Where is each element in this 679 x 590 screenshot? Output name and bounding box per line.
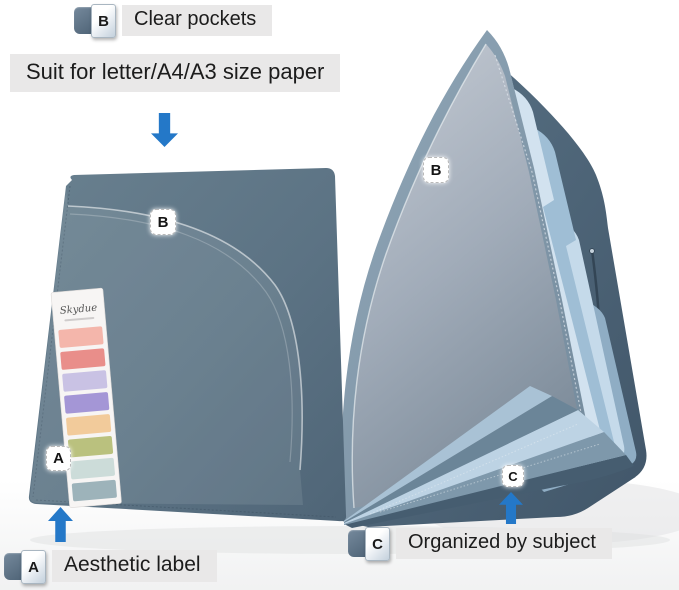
book-page-shape: B [91, 4, 116, 38]
book-cover-shape [348, 530, 370, 557]
label-strip-5 [66, 414, 112, 436]
size-note: Suit for letter/A4/A3 size paper [10, 54, 341, 92]
label-strip-8 [71, 479, 117, 502]
label-strip-7 [69, 457, 115, 480]
callout-clear-pockets-text: Clear pockets [122, 4, 273, 36]
badge-b-left-pocket: B [150, 209, 176, 235]
pocket-left-seam [67, 205, 303, 471]
bottom-fan-3 [344, 396, 578, 523]
book-b-icon: B [74, 2, 116, 38]
badge-c-subject: C [502, 465, 524, 487]
label-strip-2 [60, 348, 106, 370]
pocket-left-seam-inner [69, 213, 293, 463]
brand-tagline-line [64, 316, 95, 322]
callout-organized-by-subject: C Organized by subject [348, 525, 612, 561]
bottom-edge-dark [344, 455, 634, 528]
cover-stitched-edges [32, 185, 337, 518]
pocket-stitched-edge [494, 54, 589, 451]
bottom-fan-4 [344, 386, 552, 522]
label-strip-6 [67, 435, 114, 458]
pen-clip-head [589, 248, 595, 254]
callout-clear-pockets: B Clear pockets [74, 2, 273, 38]
book-cover-shape [74, 7, 96, 34]
book-a-icon: A [4, 548, 46, 584]
badge-b-right-pocket: B [423, 157, 449, 183]
callout-aesthetic-label: A Aesthetic label [4, 548, 217, 584]
badge-a-label: A [46, 446, 71, 471]
book-c-icon: C [348, 525, 390, 561]
callout-organized-by-subject-text: Organized by subject [396, 527, 612, 559]
label-strip-1 [58, 326, 104, 348]
brand-script: Skydue [59, 303, 97, 317]
label-strip-3 [62, 370, 108, 392]
bottom-fan-texture [369, 423, 601, 515]
book-page-shape: A [21, 550, 46, 584]
pocket-seam-highlight [351, 43, 487, 509]
book-page-shape: C [365, 527, 390, 561]
book-cover-shape [4, 553, 26, 580]
label-strip-4 [64, 392, 110, 414]
callout-aesthetic-label-text: Aesthetic label [52, 550, 217, 582]
bottom-fan-2 [344, 410, 604, 524]
